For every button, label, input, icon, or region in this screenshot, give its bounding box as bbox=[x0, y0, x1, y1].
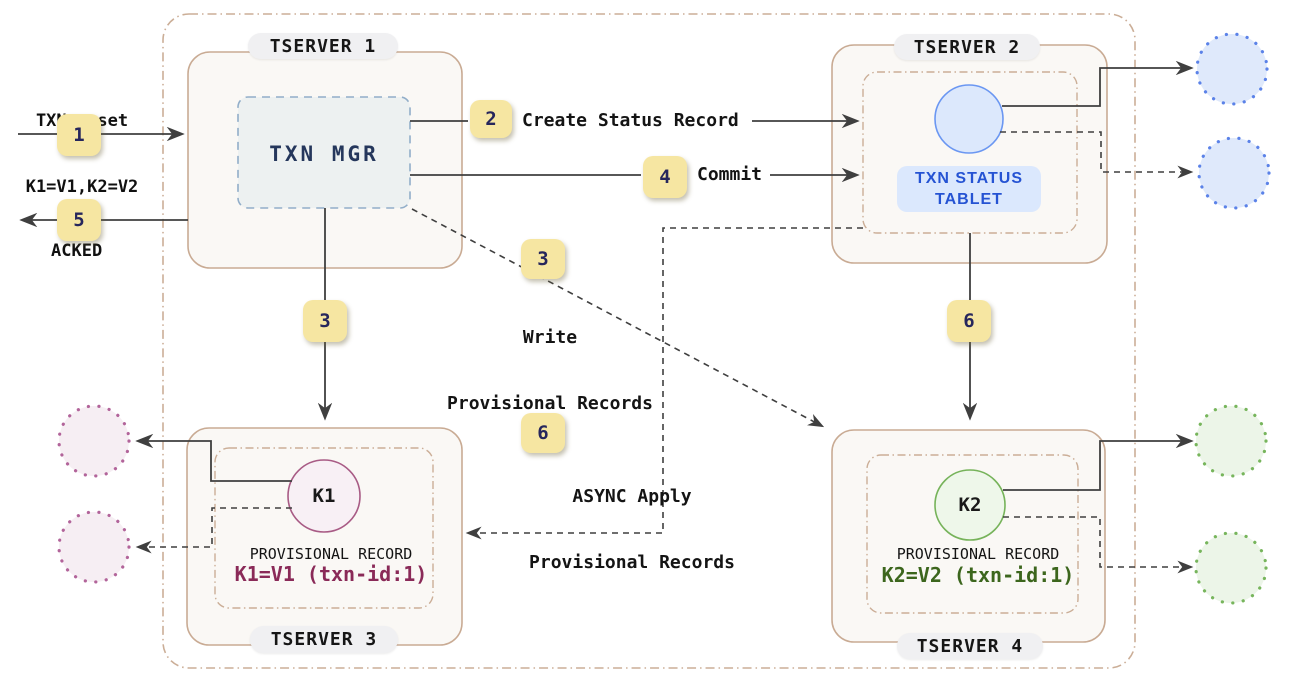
tserver4-tablet-boundary bbox=[866, 454, 1079, 614]
t4-provisional-record-value: K2=V2 (txn-id:1) bbox=[881, 563, 1075, 587]
arrow-step6-async-apply-dashed bbox=[465, 227, 863, 540]
step6-async-label: ASYNC Apply Provisional Records bbox=[529, 442, 735, 618]
step-6-badge-down: 6 bbox=[947, 300, 991, 342]
acked-label: ACKED bbox=[51, 241, 103, 261]
arrow-status-replicate-dashed bbox=[1000, 131, 1194, 179]
arrow-step3-write-k2-dashed bbox=[411, 208, 825, 428]
txn-mgr-box bbox=[237, 96, 411, 209]
step-1-badge: 1 bbox=[57, 114, 101, 156]
txn-status-tablet-line2: TABLET bbox=[935, 191, 1003, 208]
step-6-badge-async: 6 bbox=[521, 413, 565, 453]
k1-label: K1 bbox=[312, 485, 336, 507]
step-2-badge: 2 bbox=[470, 100, 512, 138]
t3-provisional-record-title: PROVISIONAL RECORD bbox=[249, 545, 413, 563]
tserver1-title: TSERVER 1 bbox=[248, 33, 398, 59]
replica-blue-bottom bbox=[1197, 136, 1271, 210]
tserver3-tablet-boundary bbox=[214, 447, 434, 609]
t3-provisional-record-value: K1=V1 (txn-id:1) bbox=[234, 562, 428, 586]
arrow-k2-replicate-solid bbox=[1003, 433, 1194, 491]
step3-write-line1: Write bbox=[522, 327, 578, 348]
step6-async-line2: Provisional Records bbox=[529, 552, 735, 573]
cluster-boundary bbox=[162, 13, 1136, 669]
k1-tablet-circle bbox=[287, 459, 361, 533]
step6-async-line1: ASYNC Apply bbox=[572, 486, 692, 507]
t4-provisional-record-title: PROVISIONAL RECORD bbox=[896, 545, 1060, 563]
step3-write-line2: Provisional Records bbox=[447, 393, 653, 414]
request-label-line2: K1=V1,K2=V2 bbox=[25, 177, 139, 197]
k2-tablet-circle bbox=[934, 469, 1006, 541]
status-tablet-circle bbox=[934, 84, 1004, 154]
step4-label: Commit bbox=[697, 164, 763, 185]
step2-label: Create Status Record bbox=[522, 110, 739, 131]
step-3-badge-write: 3 bbox=[521, 239, 565, 279]
replica-pink-top bbox=[57, 404, 131, 478]
txn-status-tablet-label: TXN STATUS TABLET bbox=[897, 166, 1041, 212]
replica-green-top bbox=[1194, 404, 1268, 478]
tserver3-title: TSERVER 3 bbox=[250, 626, 398, 653]
txn-status-tablet-line1: TXN STATUS bbox=[914, 170, 1024, 187]
tserver2-box bbox=[831, 44, 1108, 264]
step-5-badge: 5 bbox=[57, 199, 101, 241]
arrow-k1-replicate-solid bbox=[135, 433, 292, 482]
step-3-badge-down: 3 bbox=[303, 300, 347, 342]
replica-pink-bottom bbox=[57, 510, 131, 584]
txn-mgr-label: TXN MGR bbox=[269, 142, 379, 166]
step3-write-label: Write Provisional Records bbox=[447, 283, 653, 459]
tserver2-title: TSERVER 2 bbox=[894, 34, 1040, 60]
replica-green-bottom bbox=[1194, 531, 1268, 605]
arrow-status-replicate-solid bbox=[1002, 60, 1194, 107]
replica-blue-top bbox=[1195, 32, 1269, 106]
arrow-k2-replicate-dashed bbox=[1003, 516, 1194, 574]
arrow-k1-replicate-dashed bbox=[135, 507, 292, 554]
tserver4-title: TSERVER 4 bbox=[897, 633, 1043, 659]
step-4-badge: 4 bbox=[643, 156, 687, 198]
k2-label: K2 bbox=[958, 494, 982, 516]
